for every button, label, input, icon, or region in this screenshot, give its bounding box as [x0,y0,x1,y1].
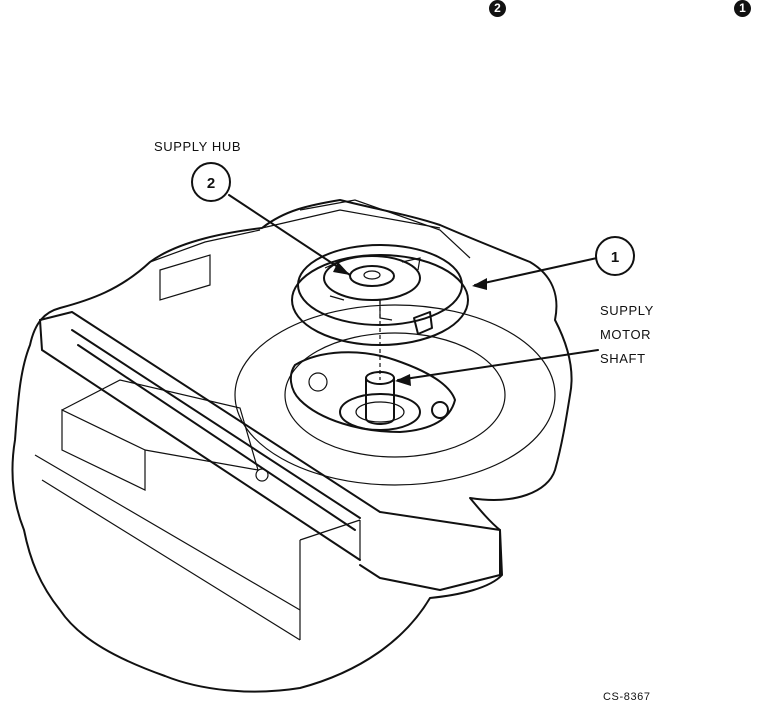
motor-bracket [291,352,455,432]
motor-shaft-arrowhead [395,374,411,386]
bezel-front [40,320,360,560]
top-plate-edge [160,255,210,300]
bezel-side [300,520,360,610]
hub-center [350,266,394,286]
callout-1-arrowhead [472,278,487,290]
callout-1-leader [475,258,597,285]
hub-latch [414,312,432,334]
bezel-slot [72,330,360,530]
top-plate [150,210,440,262]
callout-2-leader [229,195,350,275]
motor-screw [432,402,448,418]
plate-ridge [300,200,470,258]
motor-shaft-leader [398,350,598,380]
hub-core [364,271,380,279]
callout-1-number: 1 [611,249,619,266]
callout-2-number: 2 [207,175,215,192]
drive-body-outline [12,200,571,692]
motor-screw-left [309,373,327,391]
bezel-screw-hole [256,469,268,481]
motor-hub-inner [356,402,404,422]
cartridge-floor [35,455,300,640]
